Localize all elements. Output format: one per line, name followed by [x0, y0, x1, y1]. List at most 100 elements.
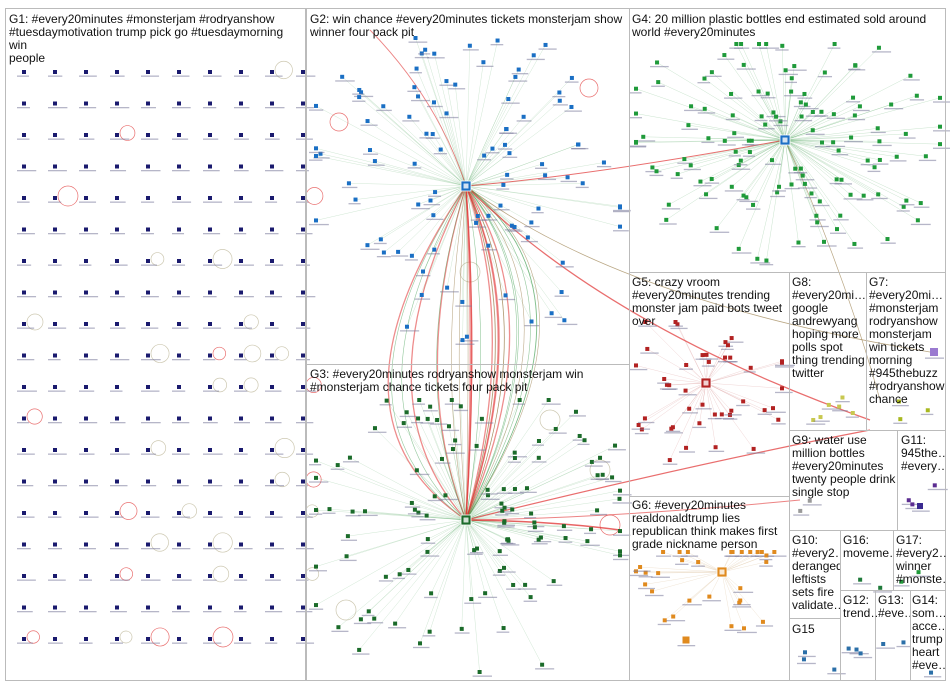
g3-node [600, 472, 605, 477]
edge [784, 139, 825, 242]
g6-node [729, 550, 734, 554]
node-label [172, 359, 190, 361]
g2-node [421, 269, 426, 274]
g4-node [763, 122, 768, 127]
g3-node [314, 475, 318, 480]
g3-node [314, 564, 318, 569]
g17-node [899, 579, 904, 584]
node-label [531, 543, 548, 545]
node-label [638, 325, 657, 327]
group-borders [5, 8, 946, 681]
node-label [704, 75, 722, 77]
g1-node [84, 542, 88, 547]
edge [465, 185, 471, 521]
node-label [445, 452, 465, 454]
node-label [613, 494, 632, 496]
g6-node [739, 550, 744, 554]
node-label [638, 587, 655, 590]
edge [784, 65, 856, 141]
edge [465, 144, 579, 187]
node-label [141, 579, 161, 581]
g4-node [714, 226, 719, 231]
g3-node [577, 433, 582, 438]
node-label [535, 167, 548, 169]
g1-node [270, 227, 274, 232]
edge [784, 139, 918, 221]
g1-node [53, 574, 57, 578]
g4-node [789, 89, 794, 94]
node-label [666, 620, 686, 622]
node-label [411, 99, 430, 102]
g1-node [301, 227, 305, 232]
node-label [141, 327, 159, 329]
g2-node [474, 220, 479, 225]
node-label [699, 197, 718, 200]
node-label [265, 233, 279, 235]
node-label [736, 404, 750, 407]
node-label [416, 275, 431, 277]
g1-self-loop [150, 533, 169, 552]
node-label [872, 163, 889, 165]
g4-node [729, 91, 734, 96]
g1-node [146, 637, 150, 641]
g1-node [208, 542, 212, 547]
g2-node [372, 159, 377, 164]
g3-node [553, 426, 558, 431]
node-label [481, 219, 498, 221]
node-label [538, 178, 557, 181]
g4-node [853, 63, 858, 68]
g1-node [84, 605, 88, 610]
edge [652, 571, 723, 592]
edge-layer [26, 29, 941, 673]
g1-node [239, 290, 243, 295]
node-label [746, 452, 766, 454]
node-label [770, 195, 786, 198]
g1-node [270, 448, 274, 452]
node-label [546, 584, 563, 586]
g1-node [84, 416, 88, 421]
edge [433, 185, 467, 216]
g4-node [771, 110, 776, 115]
g6-node [671, 614, 676, 619]
node-label [172, 485, 189, 487]
g5-node [776, 417, 781, 422]
edge [784, 139, 879, 195]
g3-node [479, 416, 484, 421]
node-label [680, 555, 699, 557]
g3-node [582, 438, 587, 443]
node-label [629, 574, 649, 577]
g4-node [877, 139, 882, 144]
node-label [391, 255, 409, 257]
g2-node [453, 82, 458, 87]
edge [429, 519, 467, 632]
node-label [399, 330, 420, 332]
edge [690, 139, 786, 166]
g1-node [53, 448, 57, 452]
edge [348, 183, 467, 187]
g2-node [507, 151, 512, 156]
edge [465, 185, 931, 353]
g1-node [239, 637, 243, 641]
node-label [584, 532, 597, 535]
edge [784, 139, 907, 201]
g1-node [177, 259, 181, 263]
node-label [722, 418, 738, 420]
edge [427, 519, 467, 553]
edge [784, 137, 852, 141]
node-label [141, 75, 160, 77]
edge [465, 519, 526, 585]
g1-node [208, 196, 212, 200]
g3-node [347, 455, 352, 460]
edge [414, 163, 467, 187]
node-label [531, 212, 544, 214]
g4-node [834, 177, 839, 182]
g3-node [336, 625, 341, 630]
g1-self-loop [57, 185, 79, 207]
g2-node [618, 204, 622, 209]
g5-node [700, 353, 705, 358]
g2-node [529, 319, 534, 324]
node-label [48, 359, 61, 361]
node-label [564, 81, 579, 83]
edge [669, 382, 707, 386]
node-label [48, 138, 65, 140]
